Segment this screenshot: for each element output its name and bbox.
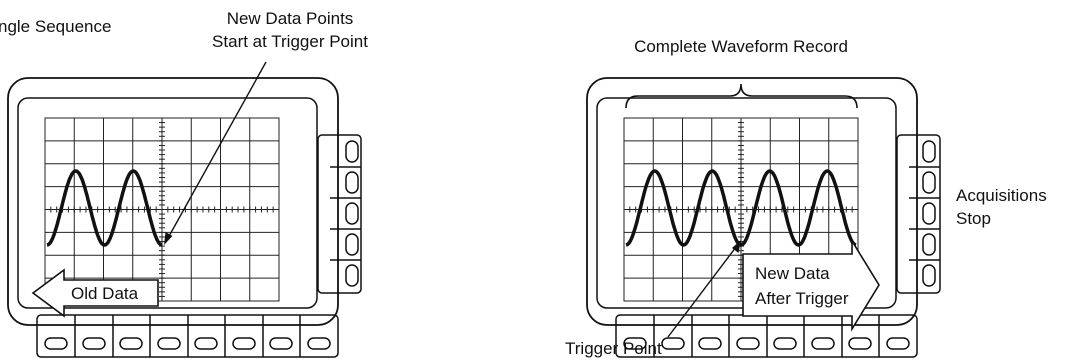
left-scope-body [7,77,339,326]
left-bottom-button-2[interactable] [82,337,106,350]
left-bottom-button-1[interactable] [44,337,68,350]
trigger-point-label: Trigger Point [565,339,662,358]
new-data-callout-line1: New Data Points [226,9,354,28]
right-bottom-button-3[interactable] [698,337,722,350]
left-bottom-button-5[interactable] [194,337,218,350]
right-side-button-3[interactable] [909,202,940,230]
new-data-pointer-head [164,232,173,245]
left-side-buttons [317,134,362,294]
left-bottom-button-7[interactable] [269,337,293,350]
right-side-button-4[interactable] [909,233,940,261]
new-data-pointer [167,61,267,239]
right-bottom-button-6[interactable] [811,337,835,350]
record-brace [625,83,858,109]
left-bottom-button-3[interactable] [119,337,143,350]
old-data-arrow [31,268,159,318]
acquisitions-status-line1: Acquisitions [956,186,1047,205]
right-side-buttons [896,134,941,294]
right-bottom-button-4[interactable] [736,337,760,350]
right-scope-body [586,77,918,326]
right-side-button-2[interactable] [909,171,940,199]
new-data-arrow-line1: New Data [755,264,830,283]
right-bottom-button-5[interactable] [773,337,797,350]
new-data-arrow-line2: After Trigger [755,289,849,308]
left-side-button-3[interactable] [330,202,361,230]
right-bottom-button-1[interactable] [623,337,647,350]
complete-record-label: Complete Waveform Record [634,37,848,56]
left-side-button-1[interactable] [330,140,361,168]
right-bottom-button-2[interactable] [661,337,685,350]
right-side-button-1[interactable] [909,140,940,168]
left-waveform [45,169,164,247]
left-side-button-2[interactable] [330,171,361,199]
right-bottom-buttons [615,314,918,358]
left-bottom-button-6[interactable] [232,337,256,350]
new-data-arrow [742,238,880,332]
left-scope-bezel [17,97,318,309]
right-scope [586,77,941,358]
right-bottom-button-7[interactable] [848,337,872,350]
right-bottom-button-8[interactable] [886,337,910,350]
right-center-ticks [629,122,853,297]
left-bottom-button-4[interactable] [157,337,181,350]
sequence-caption: ngle Sequence [0,17,112,36]
right-waveform [625,169,857,247]
trigger-pointer [667,246,737,338]
trigger-pointer-head [732,240,741,253]
left-bottom-button-8[interactable] [307,337,331,350]
acquisitions-status-line2: Stop [956,209,991,228]
new-data-callout-line2: Start at Trigger Point [212,32,368,51]
left-side-button-5[interactable] [345,264,359,287]
right-side-button-5[interactable] [922,264,936,287]
left-scope [7,61,362,358]
left-side-button-4[interactable] [330,233,361,261]
old-data-label: Old Data [71,284,139,303]
left-bottom-buttons [36,314,339,358]
